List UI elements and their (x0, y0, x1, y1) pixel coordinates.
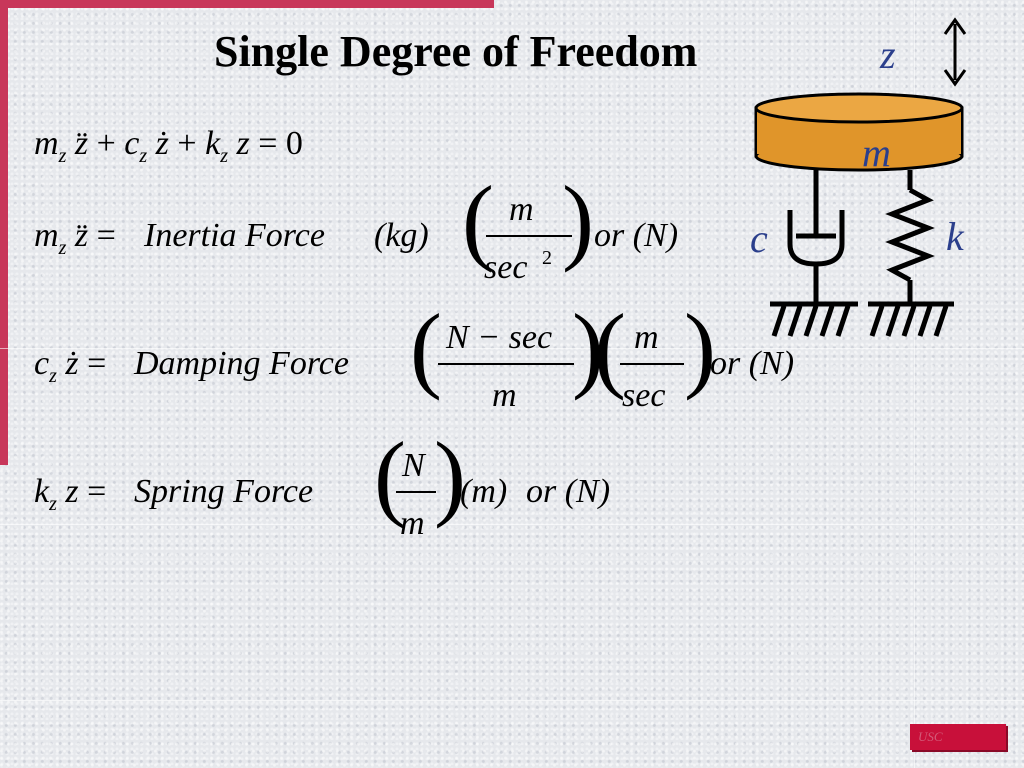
fraction-denominator: m (492, 377, 517, 414)
grid-line (914, 0, 915, 768)
fraction-numerator: m (634, 319, 659, 356)
unit-newton: or (N) (594, 217, 678, 254)
grid-line (0, 348, 1024, 349)
spring-force-label: Spring Force (134, 473, 313, 510)
paren-close: ) (572, 308, 604, 401)
mass-block (754, 92, 964, 172)
paren-close: ) (562, 180, 594, 273)
fraction-denominator: m (400, 505, 425, 542)
label-m: m (862, 130, 891, 175)
slide-title: Single Degree of Freedom (214, 27, 698, 76)
inertia-force-label: Inertia Force (143, 217, 325, 254)
label-k: k (946, 214, 965, 259)
damping-force-label: Damping Force (133, 345, 349, 382)
grid-line (0, 524, 1024, 525)
equation-damping-force: cz ż = Damping Force ( N − sec m ) ( m s… (34, 294, 854, 432)
equation-of-motion: mz z̈ + cz ż + kz z = 0 (34, 118, 374, 177)
unit-newton: or (N) (710, 345, 794, 382)
grid-line (0, 700, 1024, 701)
ground-support-icon (770, 301, 858, 337)
paren-open: ( (410, 308, 442, 401)
fraction-denominator: sec (484, 249, 527, 286)
unit-newton: or (N) (526, 473, 610, 510)
top-accent-bar (0, 0, 494, 8)
fraction-denominator: sec (622, 377, 665, 414)
fraction-numerator: N (401, 447, 427, 484)
left-accent-bar (0, 0, 8, 465)
ground-support-icon (868, 301, 954, 337)
paren-open: ( (594, 308, 626, 401)
unit-kg: (kg) (374, 217, 429, 254)
label-z: z (879, 32, 896, 77)
equation-text: mz z̈ + cz ż + kz z = 0 (34, 125, 303, 167)
label-c: c (750, 216, 768, 261)
paren-close: ) (434, 436, 466, 529)
svg-text:mz z̈ =: mz z̈ = (34, 217, 116, 259)
sdof-diagram: z m c k (750, 17, 967, 337)
fraction-numerator: N − sec (445, 319, 552, 356)
damper-icon (787, 170, 845, 302)
spring-icon (885, 170, 935, 302)
paren-open: ( (374, 436, 406, 529)
svg-text:kz z =: kz z = (34, 473, 106, 515)
equation-spring-force: kz z = Spring Force ( N m ) (m) or (N) (34, 422, 674, 560)
fraction-exponent: 2 (542, 247, 552, 269)
unit-meter: (m) (460, 473, 507, 510)
equation-inertia-force: mz z̈ = Inertia Force (kg) ( m sec 2 ) o… (34, 166, 734, 304)
footer-badge[interactable]: USC (910, 724, 1006, 750)
paren-close: ) (684, 308, 716, 401)
double-arrow-icon (943, 17, 967, 87)
svg-text:cz ż =: cz ż = (34, 345, 106, 387)
paren-open: ( (462, 180, 494, 273)
fraction-numerator: m (509, 191, 534, 228)
